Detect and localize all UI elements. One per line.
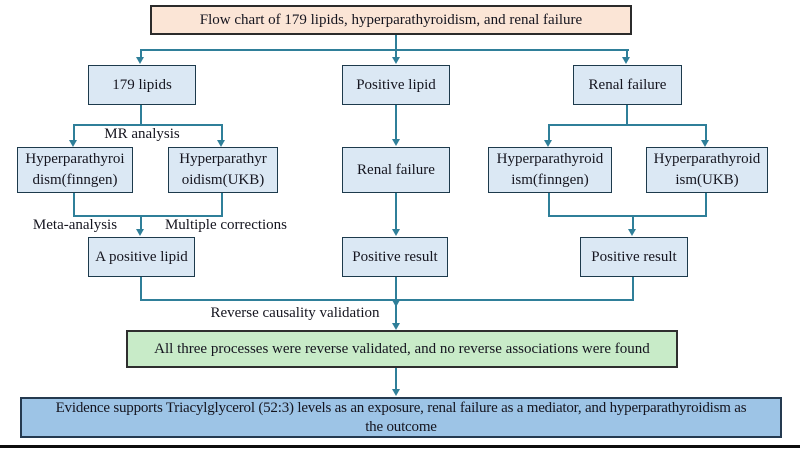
node-hyperparathyroidism-ukb-left: Hyperparathyr oidism(UKB): [168, 147, 278, 193]
arrow-down-icon: [217, 140, 225, 147]
connector-line: [548, 124, 550, 140]
connector-line: [395, 35, 397, 50]
node-positive-result-right: Positive result: [580, 237, 688, 277]
node-renal-failure-mid: Renal failure: [342, 147, 450, 193]
arrow-down-icon: [136, 229, 144, 236]
connector-line: [548, 215, 707, 217]
arrow-down-icon: [701, 140, 709, 147]
connector-line: [632, 215, 634, 230]
node-179-lipids: 179 lipids: [88, 65, 196, 105]
connector-line: [73, 215, 223, 217]
connector-line: [140, 105, 142, 126]
node-positive-lipid: Positive lipid: [342, 65, 450, 105]
node-hyperparathyroidism-finngen-left: Hyperparathyroi dism(finngen): [17, 147, 133, 193]
connector-line: [626, 105, 628, 126]
arrow-down-icon: [392, 300, 400, 307]
node-hyperparathyroidism-finngen-right: Hyperparathyroid ism(finngen): [488, 147, 612, 193]
arrow-down-icon: [392, 229, 400, 236]
connector-line: [140, 215, 142, 230]
arrow-down-icon: [628, 229, 636, 236]
node-conclusion: Evidence supports Triacylglycerol (52:3)…: [20, 397, 782, 438]
label-mr-analysis: MR analysis: [104, 126, 180, 142]
connector-line: [140, 299, 634, 301]
connector-line: [73, 193, 75, 217]
connector-line: [140, 49, 629, 51]
node-a-positive-lipid: A positive lipid: [88, 237, 195, 277]
connector-line: [221, 193, 223, 217]
connector-line: [705, 193, 707, 217]
arrow-down-icon: [392, 57, 400, 64]
arrow-down-icon: [622, 57, 630, 64]
arrow-down-icon: [69, 140, 77, 147]
connector-line: [395, 368, 397, 390]
node-hyperparathyroidism-ukb-right: Hyperparathyroid ism(UKB): [646, 147, 768, 193]
connector-line: [140, 49, 142, 58]
node-positive-result-mid: Positive result: [342, 237, 448, 277]
connector-line: [221, 124, 223, 140]
arrow-down-icon: [392, 323, 400, 330]
connector-line: [548, 124, 707, 126]
label-reverse-causality-validation: Reverse causality validation: [210, 305, 380, 321]
connector-line: [395, 105, 397, 140]
connector-line: [395, 49, 397, 58]
connector-line: [73, 124, 223, 126]
arrow-down-icon: [136, 57, 144, 64]
label-multiple-corrections: Multiple corrections: [164, 217, 288, 233]
connector-line: [548, 193, 550, 217]
arrow-down-icon: [544, 140, 552, 147]
connector-line: [705, 124, 707, 140]
connector-line: [395, 193, 397, 230]
connector-line: [140, 277, 142, 301]
bottom-divider: [0, 445, 800, 448]
connector-line: [632, 277, 634, 301]
node-reverse-validation-result: All three processes were reverse validat…: [126, 330, 678, 368]
label-meta-analysis: Meta-analysis: [32, 217, 118, 233]
connector-line: [73, 124, 75, 140]
arrow-down-icon: [392, 389, 400, 396]
connector-line: [626, 49, 628, 58]
arrow-down-icon: [392, 139, 400, 146]
node-title: Flow chart of 179 lipids, hyperparathyro…: [150, 5, 632, 35]
node-renal-failure-right: Renal failure: [573, 65, 682, 105]
